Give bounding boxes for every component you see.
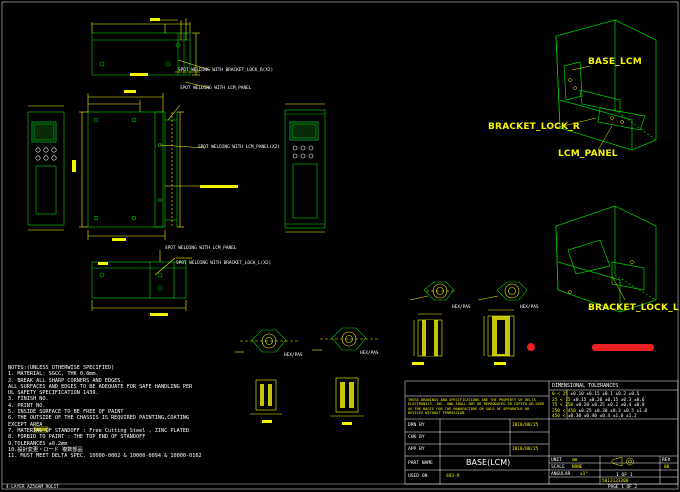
angle-label: ANGULAR [551,472,571,477]
sheet-count: 1 OF 1 [616,473,633,478]
used-on: SH3-R [446,474,460,479]
note-line: 1. MATERIAL: SGCC, THK 0.8mm. [8,371,99,378]
note-line: 10.設計変更・ロード 複数部品 [8,446,83,453]
drawing-number: 5013123200 [602,479,629,484]
drn-date: 2010/08/25 [512,423,539,428]
hex-label-3: HEX/PAS [284,353,303,358]
note-line: 6. THE OUTSIDE OF THE CHASSIS IS REQUIRE… [8,415,190,422]
unit-value: mm [572,458,578,463]
chk-by-label: CHK BY [408,435,425,440]
drn-by-label: DRN BY [408,423,425,428]
tolerance-range: 25 < 75 [552,397,571,403]
callout-base-lcm: BASE_LCM [588,57,642,67]
hex-label-2: HEX/PAS [520,305,539,310]
top-view [91,32,191,76]
callout-bracket-lock-l: BRACKET_LOCK_L [588,303,679,313]
tolerance-range: 450 < [552,414,566,419]
rev-value: 00 [664,465,670,470]
left-panel-view [27,111,65,226]
scale-label: SCALE [551,465,565,470]
tolerance-row: 75 < 250 ±0.20 ±0.25 ±0.2 ±0.4 ±0.8 [552,403,645,408]
tolerance-range: 250 < 450 [552,408,576,414]
note-line: UL SAFETY SPECIFICATION 1439. [8,390,99,397]
note-line: 8. FORBID TO PAINT : THE TOP END OF STAN… [8,434,146,441]
tolerance-row: 250 < 450 ±0.25 ±0.30 ±0.3 ±0.5 ±1.0 [552,409,647,414]
note-line: 3. FINISH NO. [8,396,49,403]
footer-right: PAGE 1 OF 2 [608,485,638,490]
tolerance-values: ±0.10 ±0.15 ±0.1 ±0.2 ±0.5 [570,392,640,397]
tolerance-heading: DIMENSIONAL TOLERANCES [552,383,619,389]
note-line: 9.TOLERANCES ±0.2mm [8,440,68,447]
callout-lcm-panel: LCM_PANEL [558,149,618,159]
app-date: 2010/08/25 [512,447,539,452]
part-name-label: PART NAME [408,461,433,466]
note-line: 5. INSIDE SURFACE TO BE FREE OF PAINT [8,409,124,416]
projection-symbol [611,456,634,467]
footer-left: 4-LAYER AZ56AM ROLIT [6,485,59,490]
rev-label: REV [662,458,671,463]
tolerance-range: 75 < 250 [552,403,574,408]
side-panel-view [284,109,326,229]
highlight-bar [592,344,654,351]
hex-label-1: HEX/PAS [452,305,471,310]
note-line: ALL SURFACES AND EDGES TO BE ADEQUATE FO… [8,383,193,390]
bottom-view [91,261,187,299]
tolerance-values: ±0.20 ±0.25 ±0.2 ±0.4 ±0.8 [575,403,645,408]
tolerance-range: 0 < 25 [552,392,568,397]
tolerance-values: ±0.25 ±0.30 ±0.3 ±0.5 ±1.0 [578,408,648,414]
weld-note-1: SPOT WELDING WITH BRACKET_LOCK_R(X2) [178,68,274,73]
hex-label-4: HEX/PAS [360,351,379,356]
tolerance-row: 25 < 75 ±0.15 ±0.20 ±0.15 ±0.3 ±0.6 [552,398,645,403]
weld-note-5: SPOT WELDING WITH BRACKET_LOCK_L(X2) [176,261,272,266]
tolerance-row: 0 < 25 ±0.10 ±0.15 ±0.1 ±0.2 ±0.5 [552,392,639,397]
title-block-frame [404,380,679,485]
scale-value: NONE [572,465,583,470]
weld-note-4: SPOT WELDING WITH LCM_PANEL [165,246,237,251]
iso-view-top [555,19,657,151]
weld-note-2: SPOT WELDING WITH LCM_PANEL [180,86,252,91]
note-line: 4. PRINT NO. [8,402,46,409]
standoff-views [235,281,528,425]
note-line: 11. MUST MEET DELTA SPEC. 10000-0002 & 1… [8,453,202,460]
tolerance-values: ±0.15 ±0.20 ±0.15 ±0.3 ±0.6 [573,397,645,403]
general-notes: NOTES:(UNLESS OTHERWISE SPECIFIED) 1. MA… [8,365,202,459]
iso-view-bottom [555,205,657,313]
app-by-label: APP BY [408,447,425,452]
note-line: EXCEPT AREA [8,421,43,428]
highlight-dot [527,343,535,351]
tolerance-row: 450 < ±0.30 ±0.40 ±0.4 ±1.0 ±1.2 [552,414,637,419]
unit-label: UNIT [551,458,563,463]
front-view [87,111,178,228]
callout-bracket-lock-r: BRACKET_LOCK_R [488,122,580,132]
note-line: 7. MATERIAL OF STANDOFF : Free Cutting S… [8,427,190,434]
part-name: BASE(LCM) [466,458,511,467]
note-line: NOTES:(UNLESS OTHERWISE SPECIFIED) [8,365,115,371]
note-line: 2. BREAK ALL SHARP CORNERS AND EDGES. [8,377,124,384]
proprietary-notice: THESE DRAWINGS AND SPECIFICATIONS ARE TH… [408,398,545,415]
tolerance-values: ±0.30 ±0.40 ±0.4 ±1.0 ±1.2 [567,414,637,419]
angle-value: ±1° [580,472,588,477]
used-on-label: USED ON [408,474,428,479]
weld-note-3: SPOT WELDING WITH LCM_PANEL(X2) [198,145,280,150]
